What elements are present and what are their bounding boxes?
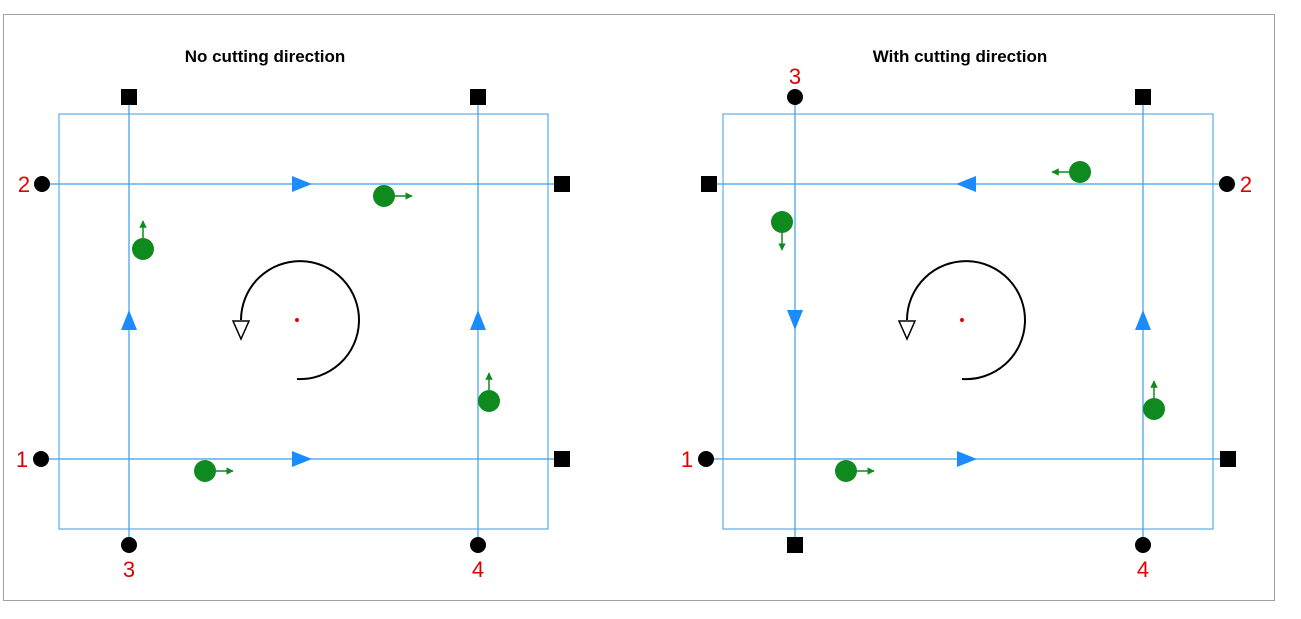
panel-title: No cutting direction [185,47,346,66]
tool-marker-icon [478,372,500,412]
start-point-icon [121,537,137,553]
tool-marker-icon [1143,380,1165,420]
workpiece-boundary [58,113,549,530]
tool-marker-icon [194,460,234,482]
cut-label-3: 3 [123,557,135,582]
start-point-icon [33,451,49,467]
end-point-icon [554,451,570,467]
start-point-icon [34,176,50,192]
cut-label-3: 3 [789,64,801,89]
end-point-icon [470,89,486,105]
cut-label-1: 1 [681,447,693,472]
cut-label-2: 2 [18,172,30,197]
panel-title: With cutting direction [873,47,1048,66]
end-point-icon [1135,89,1151,105]
end-point-icon [121,89,137,105]
panel-left: No cutting direction 2 1 3 4 [16,47,570,582]
tool-marker-icon [132,220,154,260]
start-point-icon [1135,537,1151,553]
end-point-icon [787,537,803,553]
start-point-icon [698,451,714,467]
direction-arrow-left [956,176,976,192]
start-point-icon [787,89,803,105]
tool-marker-icon [771,211,793,251]
center-point [960,318,964,322]
direction-arrow-up [470,310,486,330]
cut-label-2: 2 [1240,172,1252,197]
cut-label-4: 4 [1137,557,1149,582]
counterclockwise-arrow-icon [897,260,1026,381]
panel-right: With cutting direction 2 1 3 4 [681,47,1252,582]
workpiece-boundary [722,113,1214,530]
direction-arrow-down [787,310,803,330]
start-point-icon [1219,176,1235,192]
cut-label-1: 1 [16,447,28,472]
cut-label-4: 4 [472,557,484,582]
end-point-icon [1220,451,1236,467]
direction-arrow-right [292,451,312,467]
direction-arrow-right [957,451,977,467]
diagram-frame [3,14,1275,601]
tool-marker-icon [373,185,413,207]
direction-arrow-up [1135,310,1151,330]
counterclockwise-arrow-icon [231,260,360,381]
tool-marker-icon [1051,161,1091,183]
start-point-icon [470,537,486,553]
end-point-icon [554,176,570,192]
tool-marker-icon [835,460,875,482]
center-point [295,318,299,322]
end-point-icon [701,176,717,192]
direction-arrow-right [292,176,312,192]
direction-arrow-up [121,310,137,330]
